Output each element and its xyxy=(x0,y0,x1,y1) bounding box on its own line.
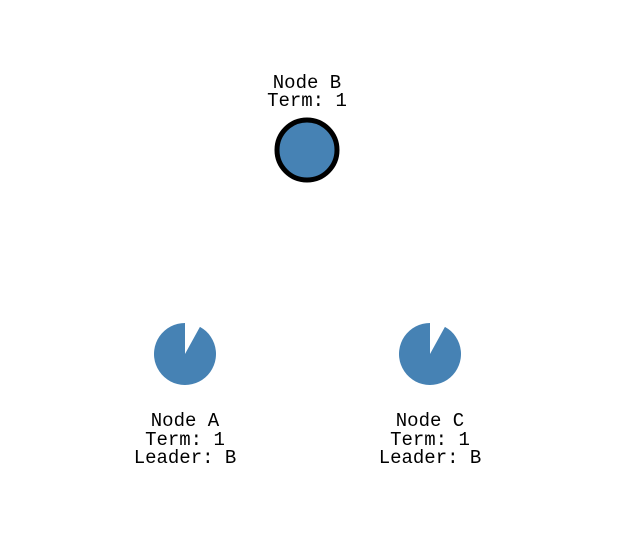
node-b-leader-ring xyxy=(274,117,340,183)
node-c-name: Node C xyxy=(396,410,464,432)
node-b-term: Term: 1 xyxy=(267,90,347,112)
node-a-term: Term: 1 xyxy=(145,429,225,451)
node-c-timer-disc xyxy=(399,323,461,385)
node-b-name: Node B xyxy=(273,72,341,94)
node-b[interactable]: Node B Term: 1 xyxy=(267,72,347,183)
node-a-leader: Leader: B xyxy=(134,447,237,469)
node-a-name: Node A xyxy=(151,410,220,432)
node-c[interactable]: Node C Term: 1 Leader: B xyxy=(379,323,482,469)
node-c-leader: Leader: B xyxy=(379,447,482,469)
node-a-timer-disc xyxy=(153,323,216,385)
node-a[interactable]: Node A Term: 1 Leader: B xyxy=(134,323,237,469)
node-b-timer-disc xyxy=(279,122,335,178)
node-c-term: Term: 1 xyxy=(390,429,470,451)
